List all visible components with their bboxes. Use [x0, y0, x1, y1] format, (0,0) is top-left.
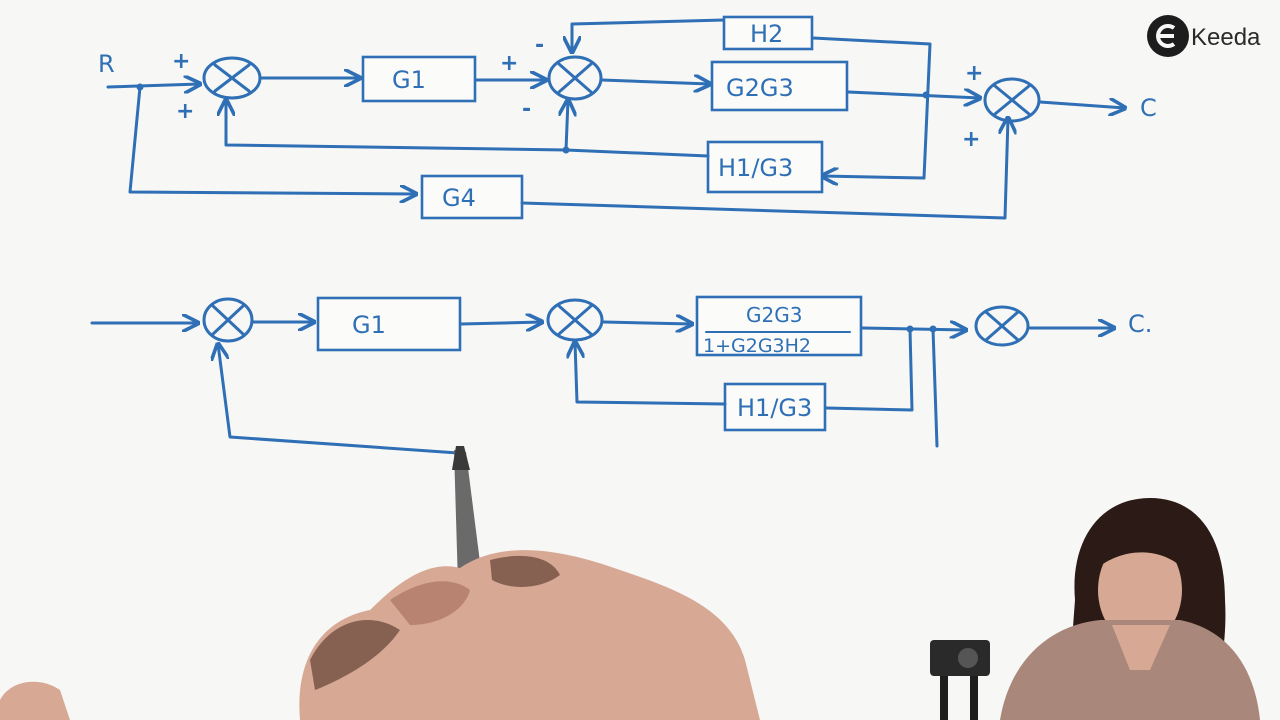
b-tf-numerator: G2G3	[746, 303, 802, 327]
b-line-sj2-tf	[602, 322, 692, 324]
b-summing-junction-3	[974, 305, 1030, 347]
b-h1g3-feed	[824, 327, 914, 412]
b-tf-denominator: 1+G2G3H2	[703, 335, 811, 357]
camera-tripod	[930, 640, 990, 720]
bottom-block-diagram: G1 G2G3 1+G2G3H2 H1/G3 C.	[90, 295, 1152, 455]
b-line-g1-sj2	[459, 322, 542, 324]
block-g2g3-label: G2G3	[726, 74, 794, 102]
presenter	[1000, 498, 1260, 720]
block-g2g3	[710, 60, 849, 112]
sign-minus-2b: -	[522, 97, 531, 122]
block-h1g3-label: H1/G3	[718, 154, 793, 182]
sign-minus-2a: -	[535, 33, 544, 58]
b-output-label: C.	[1128, 310, 1152, 338]
b-block-g1-label: G1	[352, 311, 386, 339]
summing-junction-2	[547, 55, 603, 101]
block-g4	[420, 174, 524, 220]
b-block-g1	[316, 296, 462, 352]
b-summing-junction-1	[202, 297, 254, 343]
sign-plus-1b: +	[176, 99, 194, 124]
output-line	[1038, 102, 1125, 108]
sign-plus-3b: +	[962, 127, 980, 152]
b-partial-line	[931, 327, 939, 448]
sign-plus-1a: +	[172, 49, 190, 74]
g4-feed-line	[128, 85, 416, 194]
hand-holding-marker	[0, 446, 760, 720]
ekeeda-logo: Keeda	[1147, 15, 1261, 57]
sign-plus-2: +	[500, 51, 518, 76]
b-h1g3-return	[575, 342, 727, 406]
h1g3-return-line	[226, 100, 710, 158]
b-block-h1g3	[723, 382, 827, 432]
b-summing-junction-2	[546, 298, 604, 342]
block-h2	[722, 15, 814, 51]
line-g2g3-sj3	[846, 92, 980, 98]
summing-junction-3	[983, 77, 1041, 123]
summing-junction-1	[202, 56, 262, 100]
h2-feed-line	[811, 36, 932, 178]
block-g4-label: G4	[442, 184, 476, 212]
takeoff-point-h1	[562, 146, 570, 154]
h1g3-branch-sj2	[566, 100, 568, 152]
input-line	[106, 84, 200, 87]
block-h2-label: H2	[750, 20, 783, 48]
sign-plus-3a: +	[965, 61, 983, 86]
b-outer-feedback	[218, 344, 460, 455]
h2-return-line	[572, 18, 726, 52]
block-g1-label: G1	[392, 66, 426, 94]
line-sj2-g2g3	[600, 80, 710, 84]
input-label-r: R	[98, 50, 115, 78]
logo-text: Keeda	[1191, 24, 1261, 51]
g4-output-line	[520, 118, 1008, 220]
top-block-diagram: R + + G1 + - - G2G3 H2	[98, 15, 1157, 220]
b-block-reduced-tf	[695, 295, 863, 357]
block-h1g3	[706, 140, 824, 194]
output-label-c: C	[1140, 94, 1157, 122]
b-line-tf-sj3	[860, 328, 966, 330]
b-block-h1g3-label: H1/G3	[737, 394, 812, 422]
takeoff-point-c	[922, 91, 930, 99]
